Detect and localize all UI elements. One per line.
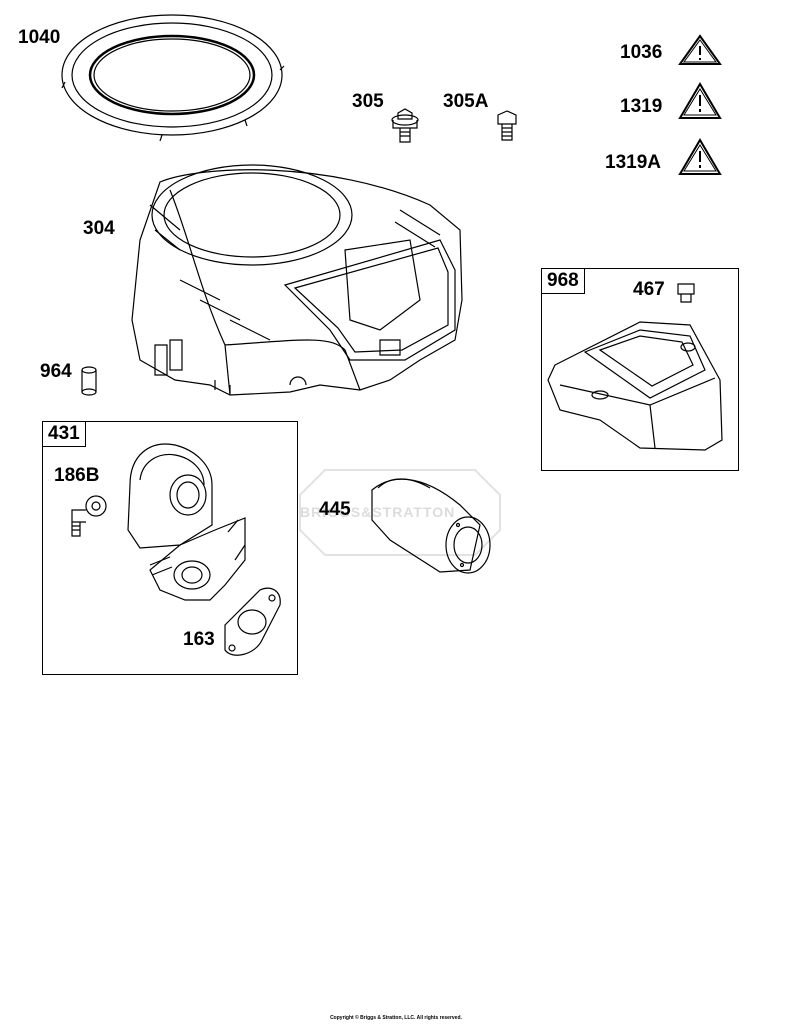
watermark-logo bbox=[299, 469, 501, 556]
part-445-filter bbox=[371, 478, 491, 574]
part-964-pin bbox=[81, 366, 97, 396]
group-tag-968: 968 bbox=[542, 269, 585, 294]
label-part-1040: 1040 bbox=[18, 27, 61, 48]
group-box-431: 431 bbox=[42, 421, 298, 675]
label-part-964: 964 bbox=[40, 361, 72, 382]
label-part-445: 445 bbox=[319, 499, 351, 520]
label-warning-1036: 1036 bbox=[620, 42, 663, 63]
label-warning-1319a: 1319A bbox=[605, 152, 661, 173]
part-163-gasket bbox=[224, 587, 281, 656]
part-968-cover bbox=[547, 321, 723, 451]
label-part-467: 467 bbox=[633, 279, 665, 300]
group-box-968: 968 bbox=[541, 268, 739, 471]
copyright-notice: Copyright © Briggs & Stratton, LLC. All … bbox=[330, 1015, 462, 1021]
part-305-bolt bbox=[391, 108, 419, 143]
warning-triangles bbox=[678, 34, 722, 175]
label-part-305a: 305A bbox=[443, 91, 489, 112]
part-1040-screen bbox=[61, 14, 285, 142]
label-part-163: 163 bbox=[183, 629, 215, 650]
label-part-305: 305 bbox=[352, 91, 384, 112]
label-part-304: 304 bbox=[83, 218, 115, 239]
part-186b-fitting bbox=[71, 495, 107, 537]
part-467-plug bbox=[677, 283, 695, 303]
part-431-air-duct bbox=[127, 443, 246, 601]
label-part-186b: 186B bbox=[54, 465, 100, 486]
part-305a-bolt bbox=[497, 110, 517, 141]
part-304-blower-housing bbox=[131, 164, 463, 396]
group-tag-431: 431 bbox=[43, 422, 86, 447]
label-warning-1319: 1319 bbox=[620, 96, 663, 117]
watermark-text: BRIGGS&STRATTON bbox=[300, 504, 456, 520]
